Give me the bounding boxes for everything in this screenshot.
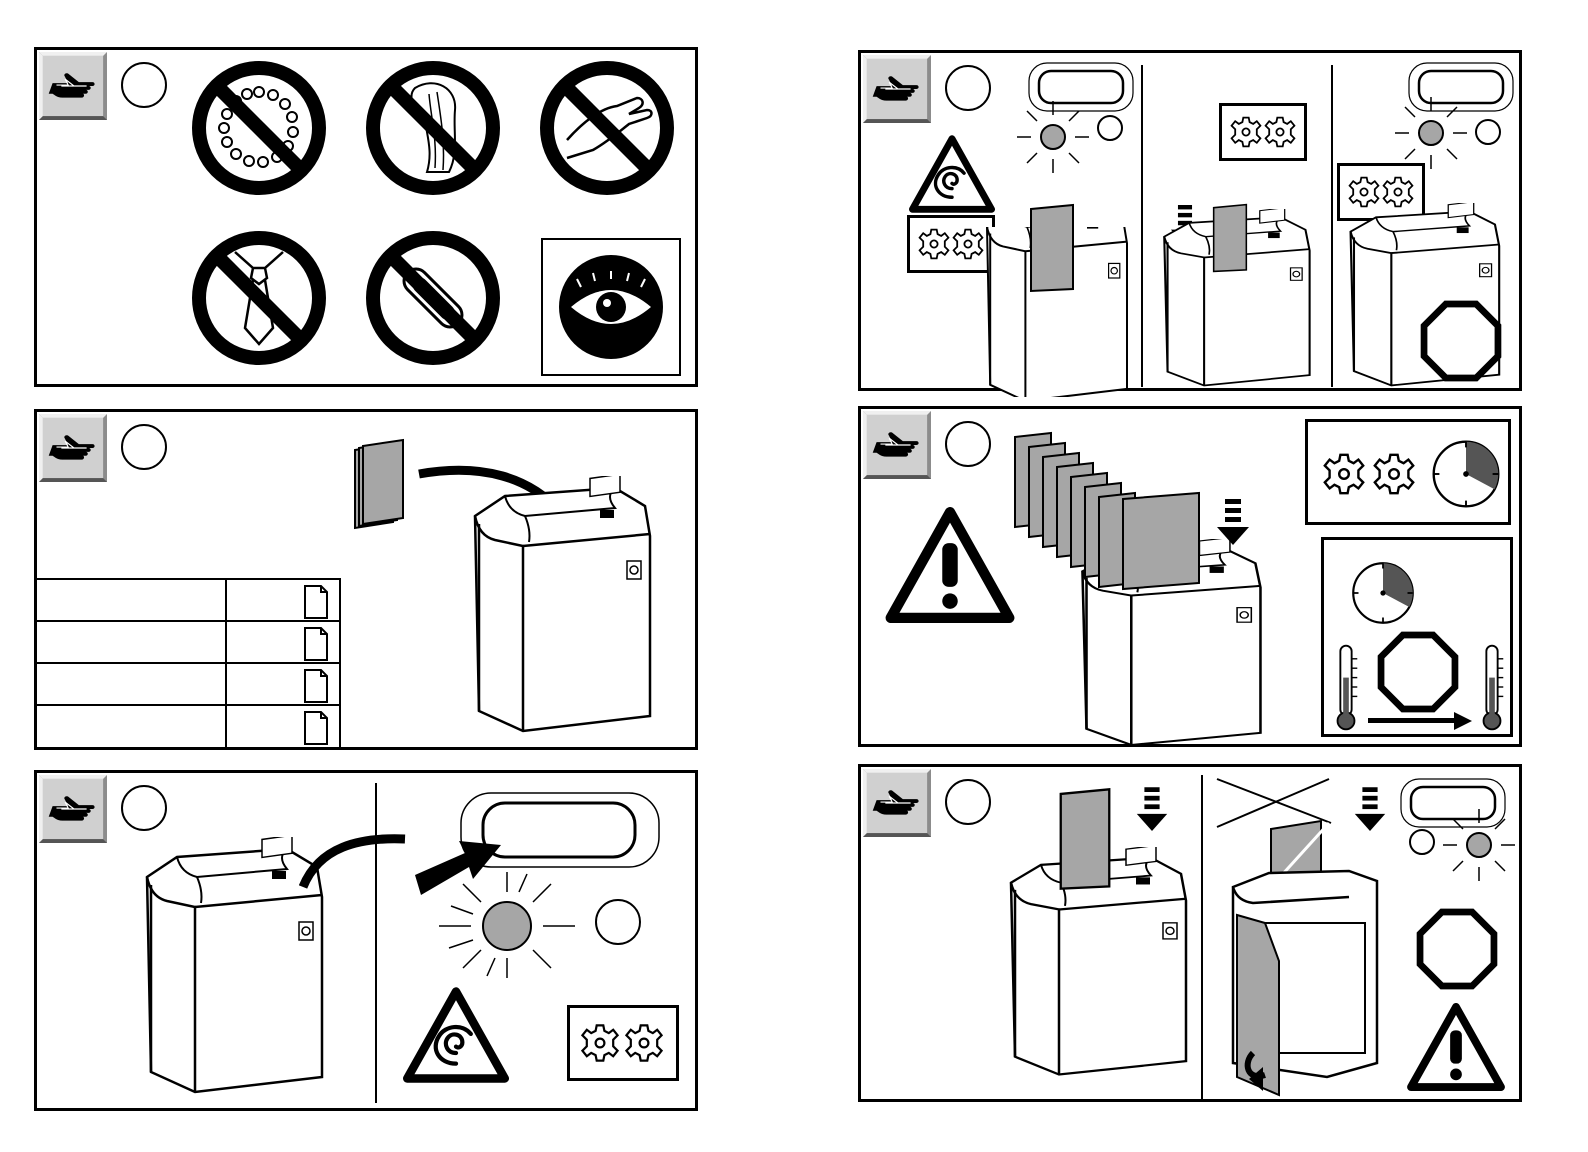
table-row — [37, 662, 227, 704]
table-row — [37, 578, 227, 620]
general-warning-icon — [885, 507, 1015, 623]
document-icon — [301, 708, 331, 748]
paper-sheet-icon — [1207, 203, 1253, 273]
run-time-box — [1305, 419, 1511, 525]
divider — [1331, 65, 1333, 387]
indicator-light-icon — [437, 869, 577, 979]
step-number-circle — [945, 779, 991, 825]
down-arrow-icon — [1213, 499, 1253, 549]
hand-pointing-icon — [863, 411, 931, 479]
down-arrow-icon — [1351, 787, 1389, 835]
indicator-light-icon — [1013, 97, 1093, 177]
document-icon — [301, 624, 331, 664]
clock-icon — [1428, 436, 1504, 512]
panel-safety-instructions — [34, 47, 698, 387]
eye-protection-sign — [541, 238, 681, 376]
paper-sheet-icon — [1027, 193, 1077, 303]
shredder-open-door — [1229, 867, 1389, 1099]
indicator-light-off — [1097, 115, 1123, 141]
hand-pointing-icon — [39, 52, 107, 120]
panel-overload-jam — [858, 764, 1522, 1102]
panel-continuous-operation — [858, 406, 1522, 747]
hand-pointing-icon — [39, 414, 107, 482]
cool-down-arrow — [1368, 712, 1472, 730]
step-number-circle — [945, 65, 991, 111]
indicator-light-off — [1475, 119, 1501, 145]
indicator-light-icon — [1391, 93, 1471, 173]
no-long-hair-icon — [363, 58, 503, 198]
cutting-gears-icon — [1222, 106, 1304, 158]
entanglement-warning-icon — [909, 135, 995, 213]
general-warning-icon — [1407, 1003, 1505, 1091]
indicator-light-off — [595, 899, 641, 945]
document-icon — [301, 666, 331, 706]
step-number-circle — [945, 421, 991, 467]
cutting-gears-box — [1219, 103, 1307, 161]
clock-icon — [1348, 558, 1418, 628]
step-number-circle — [121, 785, 167, 831]
indicator-light-icon — [1439, 805, 1519, 885]
control-pointer-arrow — [299, 827, 409, 897]
step-number-circle — [121, 424, 167, 470]
paper-stack-sequence — [1011, 423, 1211, 593]
no-tie-icon — [189, 228, 329, 368]
hand-pointing-icon — [863, 769, 931, 837]
entanglement-warning-icon — [403, 985, 509, 1085]
hand-pointing-icon — [863, 55, 931, 123]
table-cell-doc — [227, 704, 341, 748]
no-necklace-icon — [189, 58, 329, 198]
stop-octagon-icon — [1376, 630, 1460, 714]
paper-sheet-icon — [1053, 787, 1117, 891]
eye-protection-icon — [543, 240, 679, 374]
cool-down-box — [1321, 537, 1513, 737]
shredder-illustration — [465, 476, 665, 736]
panel-paper-capacity — [34, 409, 698, 750]
panel-switch-on — [34, 770, 698, 1111]
no-paperclip-icon — [363, 228, 503, 368]
no-hand-icon — [537, 58, 677, 198]
thermometer-icon — [1476, 640, 1508, 734]
table-cell-doc — [227, 620, 341, 662]
table-row — [37, 620, 227, 662]
table-row — [37, 704, 227, 748]
step-number-circle — [121, 62, 167, 108]
divider — [1201, 775, 1203, 1099]
panel-auto-start-stop — [858, 50, 1522, 391]
cutting-gears-icon — [1314, 442, 1424, 504]
thermometer-icon — [1330, 640, 1362, 734]
paper-stack-icon — [349, 436, 419, 536]
indicator-light-off — [1409, 829, 1435, 855]
capacity-table — [37, 578, 341, 748]
table-cell-doc — [227, 662, 341, 704]
table-cell-doc — [227, 578, 341, 620]
divider — [1141, 65, 1143, 387]
cutting-gears-icon — [570, 1008, 676, 1078]
down-arrow-icon — [1133, 787, 1171, 835]
stop-octagon-icon — [1415, 907, 1499, 991]
divider — [375, 783, 377, 1103]
stop-octagon-icon — [1419, 299, 1503, 383]
cutting-gears-box — [567, 1005, 679, 1081]
hand-pointing-icon — [39, 775, 107, 843]
document-icon — [301, 582, 331, 622]
